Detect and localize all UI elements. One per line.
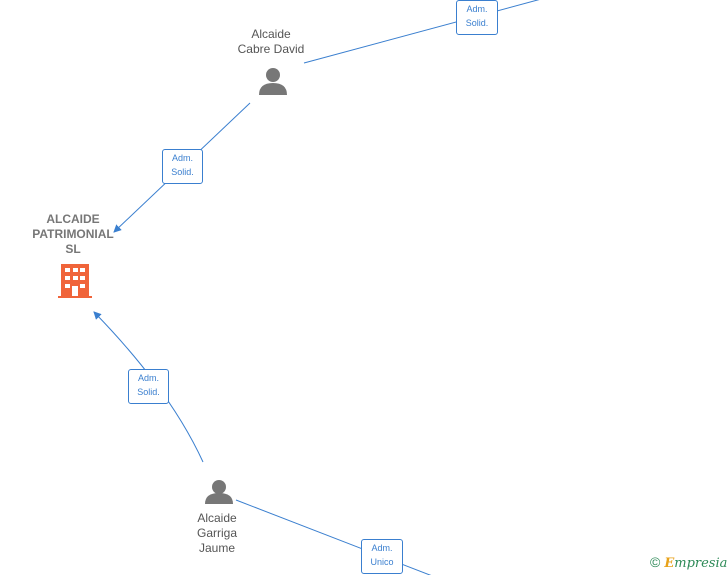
company-label[interactable]: ALCAIDE PATRIMONIAL SL: [27, 212, 119, 257]
company-line3: SL: [65, 242, 81, 256]
edge-label-top-to-company[interactable]: Adm. Solid.: [162, 149, 203, 184]
company-line2: PATRIMONIAL: [32, 227, 114, 241]
edge-label-bottom-right[interactable]: Adm. Unico: [361, 539, 403, 574]
person-bottom-line1: Alcaide: [197, 511, 237, 525]
edge-label-top-right[interactable]: Adm. Solid.: [456, 0, 498, 35]
brand-e: E: [664, 556, 675, 571]
person-icon-bottom[interactable]: [205, 480, 233, 504]
edge-bottom-right-line1: Adm.: [371, 543, 393, 553]
person-top-line2: Cabre David: [237, 42, 305, 56]
edge-bottom-company-line1: Adm.: [137, 373, 159, 383]
edge-bottom-company-line2: Solid.: [137, 387, 160, 397]
brand-watermark: ©Empresia: [650, 554, 727, 571]
person-icon-top[interactable]: [259, 68, 287, 95]
person-label-bottom[interactable]: Alcaide Garriga Jaume: [187, 511, 247, 556]
copyright-symbol: ©: [650, 554, 661, 570]
building-icon[interactable]: [58, 264, 92, 298]
edge-top-company-line2: Solid.: [171, 167, 194, 177]
company-line1: ALCAIDE: [46, 212, 100, 226]
edge-top-company-line1: Adm.: [171, 153, 193, 163]
person-bottom-line3: Jaume: [198, 541, 236, 555]
edge-line-top-right: [303, 0, 540, 64]
edge-bottom-right-line2: Unico: [370, 557, 394, 567]
person-label-top[interactable]: Alcaide Cabre David: [231, 27, 311, 57]
edge-label-bottom-to-company[interactable]: Adm. Solid.: [128, 369, 169, 404]
person-bottom-line2: Garriga: [196, 526, 237, 540]
edge-line-bottom-right: [235, 499, 432, 575]
brand-name-rest: mpresia: [674, 556, 728, 571]
edge-top-right-line2: Solid.: [465, 18, 489, 28]
person-top-line1: Alcaide: [251, 27, 291, 41]
edge-top-right-line1: Adm.: [466, 4, 488, 14]
